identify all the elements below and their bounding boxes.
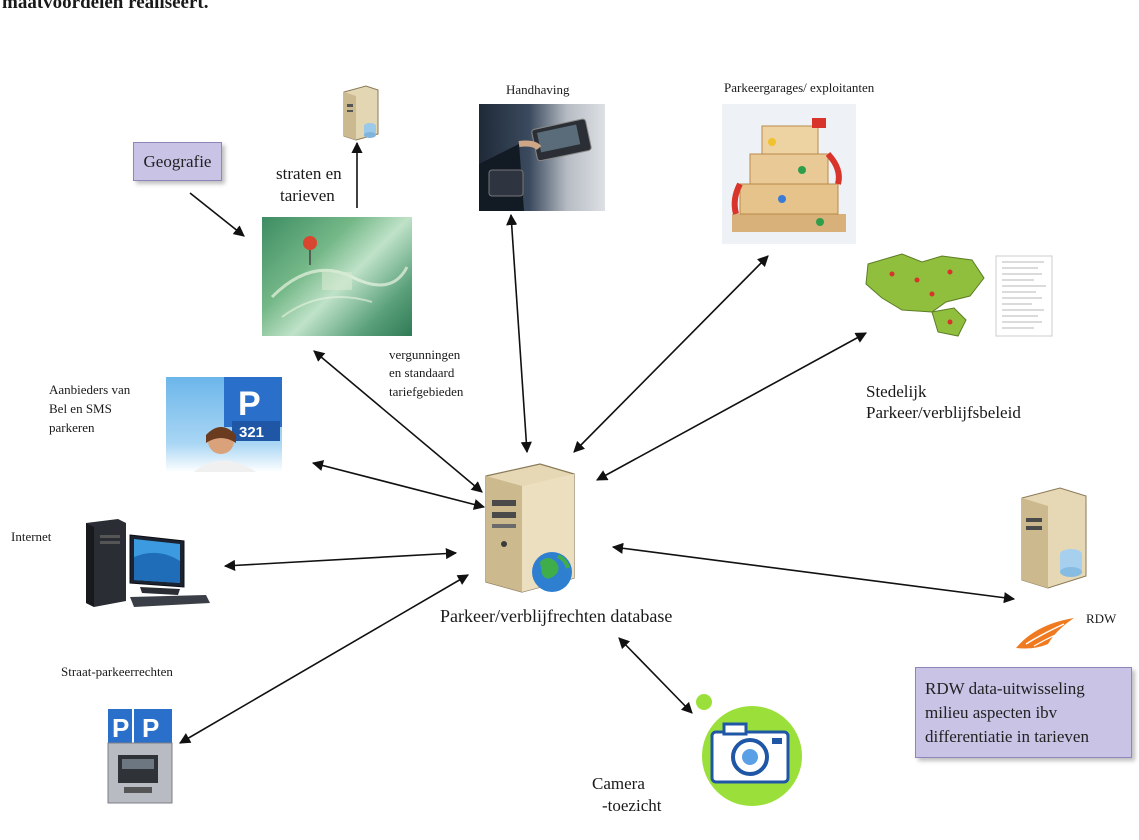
rdw-label: RDW bbox=[1086, 611, 1117, 626]
meter-p-right: P bbox=[142, 713, 159, 743]
arrow-geografie bbox=[189, 192, 245, 237]
arrow-handhaving-db bbox=[506, 213, 532, 454]
rdw-logo-icon bbox=[1012, 614, 1078, 654]
top-text: maatvoordelen realiseert. bbox=[2, 0, 209, 13]
camera-icon bbox=[694, 692, 806, 810]
arrow-internet-db bbox=[223, 547, 458, 572]
database-label: Parkeer/verblijfrechten database bbox=[440, 606, 673, 626]
handhaving-photo bbox=[479, 104, 605, 211]
rdw-box-line-3: differentiatie in tarieven bbox=[925, 727, 1089, 746]
small-server-icon bbox=[336, 82, 386, 142]
vergunningen-label-3: tariefgebieden bbox=[389, 384, 464, 399]
straten-label-1: straten en bbox=[276, 164, 342, 183]
camera-label-1: Camera bbox=[592, 774, 645, 793]
p-sign-number: 321 bbox=[239, 424, 264, 441]
arrow-straat-db bbox=[179, 574, 469, 744]
arrow-rdw-db bbox=[611, 542, 1016, 604]
geografie-label: Geografie bbox=[143, 152, 212, 171]
arrow-aanbieders-db bbox=[311, 460, 486, 510]
meter-p-left: P bbox=[112, 713, 129, 743]
aanbieders-label-1: Aanbieders van bbox=[49, 382, 131, 397]
internet-label: Internet bbox=[11, 529, 52, 544]
parking-meter-icon: P P bbox=[104, 707, 176, 805]
arrow-garages-db bbox=[573, 255, 769, 453]
aanbieders-label-3: parkeren bbox=[49, 420, 95, 435]
desktop-computer-icon bbox=[80, 517, 214, 609]
p-sign-text: P bbox=[238, 385, 261, 423]
city-map-image bbox=[262, 217, 412, 336]
straat-label: Straat-parkeerrechten bbox=[61, 664, 173, 679]
rdw-server-icon bbox=[1016, 484, 1096, 592]
arrow-beleid-db bbox=[596, 332, 867, 481]
aanbieders-label-2: Bel en SMS bbox=[49, 401, 112, 416]
camera-label-2: -toezicht bbox=[602, 796, 662, 815]
arrow-camera-db bbox=[618, 637, 693, 714]
parking-garage-toy-image bbox=[722, 104, 856, 244]
rdw-box-line-1: RDW data-uitwisseling bbox=[925, 679, 1085, 698]
stedelijk-label-2: Parkeer/verblijfsbeleid bbox=[866, 403, 1021, 422]
central-database-server-icon bbox=[478, 458, 598, 598]
city-policy-map bbox=[862, 250, 1058, 342]
straten-label-2: tarieven bbox=[280, 186, 335, 205]
rdw-data-box: RDW data-uitwisseling milieu aspecten ib… bbox=[915, 667, 1132, 758]
rdw-box-line-2: milieu aspecten ibv bbox=[925, 703, 1058, 722]
handhaving-label: Handhaving bbox=[506, 82, 570, 97]
stedelijk-label-1: Stedelijk bbox=[866, 382, 927, 401]
vergunningen-label-2: en standaard bbox=[389, 365, 455, 380]
vergunningen-label-1: vergunningen bbox=[389, 347, 461, 362]
geografie-box: Geografie bbox=[133, 142, 222, 181]
parkeergarages-label: Parkeergarages/ exploitanten bbox=[724, 80, 875, 95]
sms-parking-photo: P 321 bbox=[166, 377, 282, 472]
